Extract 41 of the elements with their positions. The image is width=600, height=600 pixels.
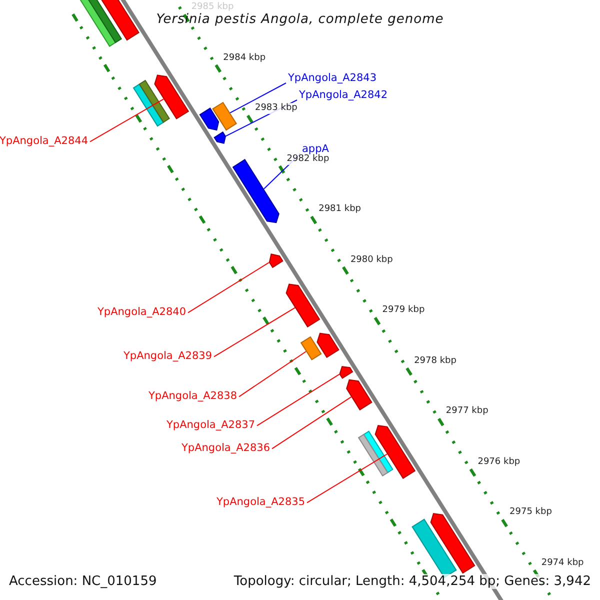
leader-line [90,98,164,142]
scale-label: 2974 kbp [541,558,584,569]
gene-block [339,366,354,379]
gene-label: YpAngola_A2840 [97,305,186,319]
leader-line [306,454,388,504]
gene-block [430,512,476,574]
gene-label: YpAngola_A2839 [123,349,212,363]
gene-block [154,74,190,120]
scale-label: 2983 kbp [254,103,298,114]
gene-label: appA [302,142,329,156]
accession-text: Accession: NC_010159 [9,574,157,589]
gene-label: YpAngola_A2837 [166,418,255,432]
scale-label: 2977 kbp [446,406,488,418]
leader-line [272,396,352,450]
gene-block [374,424,416,479]
gene-block [268,254,284,268]
scale-label: 2975 kbp [510,507,552,518]
gene-label: YpAngola_A2836 [181,441,270,455]
leader-line [256,374,340,426]
gene-label: YpAngola_A2838 [148,389,237,403]
gene-label: YpAngola_A2843 [288,71,377,85]
gene-block [300,336,322,360]
scale-label: 2979 kbp [382,305,425,316]
gene-label: YpAngola_A2835 [216,495,305,509]
leader-line [214,307,296,358]
leader-line [188,262,270,314]
leader-line [230,82,286,114]
scale-label: 2980 kbp [350,254,393,266]
gene-label: YpAngola_A2842 [299,88,388,102]
gene-block [232,158,280,224]
scale-label: 2984 kbp [223,52,266,64]
gene-block [212,102,237,131]
leader-line [238,351,306,398]
gene-block [346,379,372,410]
title: Yersinia pestis Angola, complete genome [155,12,445,27]
scale-label: 2982 kbp [286,154,330,165]
scale-label: 2978 kbp [414,356,456,367]
genome-info-text: Topology: circular; Length: 4,504,254 bp; Genes: 3,942 [234,574,591,589]
scale-label: 2976 kbp [478,456,520,468]
scale-label: 2981 kbp [318,204,362,216]
gene-block [286,284,320,328]
